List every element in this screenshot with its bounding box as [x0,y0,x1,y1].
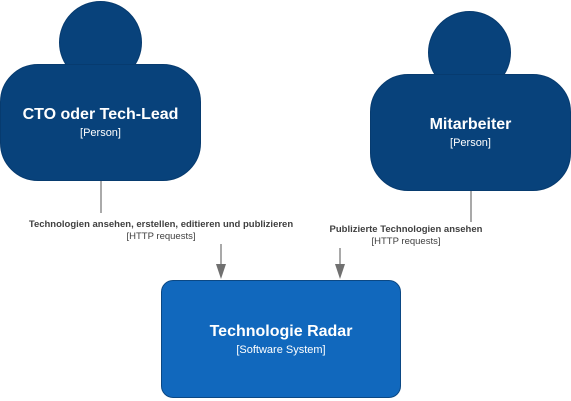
arrow-head-cto [216,264,226,279]
person-name: Mitarbeiter [429,116,512,133]
system-type: [Software System] [236,343,326,356]
relationship-technology: [HTTP requests] [126,231,196,242]
relationship-description: Technologien ansehen, erstellen, editier… [28,219,294,230]
software-system-technologie-radar[interactable]: Technologie Radar [Software System] [161,280,401,398]
person-type: [Person] [450,137,491,149]
person-cto[interactable]: CTO oder Tech-Lead [Person] [0,64,201,181]
relationship-label-mitarbeiter: Publizierte Technologien ansehen [HTTP r… [316,224,496,248]
system-name: Technologie Radar [209,322,353,340]
arrow-head-mitarbeiter [335,264,345,279]
person-type: [Person] [80,127,121,139]
person-mitarbeiter[interactable]: Mitarbeiter [Person] [370,74,571,191]
relationship-description: Publizierte Technologien ansehen [329,224,483,235]
relationship-label-cto: Technologien ansehen, erstellen, editier… [10,219,312,243]
person-name: CTO oder Tech-Lead [22,106,179,123]
relationship-technology: [HTTP requests] [371,236,441,247]
